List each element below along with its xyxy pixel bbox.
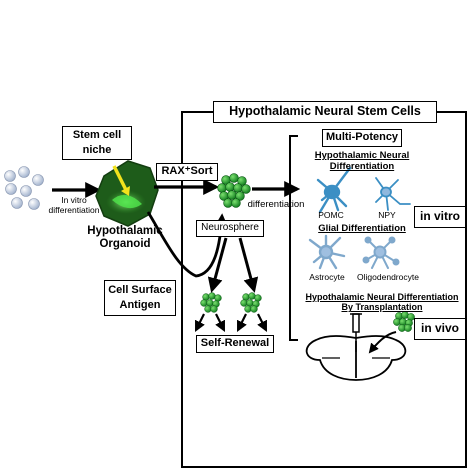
small-cluster-left — [200, 292, 222, 313]
main-title: Hypothalamic Neural Stem Cells — [229, 104, 421, 118]
in-vitro-diff-line2: differentiation — [48, 204, 100, 215]
cell-surface-line1: Cell Surface — [108, 284, 172, 296]
in-vitro-label: in vitro — [419, 209, 460, 223]
pomc-neuron-icon — [316, 166, 352, 214]
transplant-arrow — [368, 331, 397, 354]
arrow-down-right — [238, 237, 259, 293]
hyp-neural-diff-line2: Differentiation — [329, 160, 395, 172]
stem-cell-niche-line2: niche — [82, 144, 112, 156]
self-renewal-label: Self-Renewal — [200, 337, 270, 349]
differentiation-label: differentiation — [247, 199, 305, 210]
glial-diff-label: Glial Differentiation — [318, 223, 406, 234]
loop-curve — [146, 211, 229, 278]
organoid-label: Hypothalamic Organoid — [72, 225, 178, 251]
organoid-line1: Hypothalamic — [87, 225, 163, 237]
yellow-arrow — [112, 165, 128, 191]
bracket — [289, 135, 298, 341]
in-vitro-diff-label: In vitro differentiation — [38, 195, 110, 216]
multi-potency-label: Multi-Potency — [325, 131, 399, 143]
transplant-diff-line2: By Transplantation — [341, 302, 423, 313]
oligodendrocyte-icon — [362, 236, 400, 269]
transplant-diff-line1: Hypothalamic Neural Differentiation — [305, 292, 459, 302]
syringe-icon — [350, 313, 362, 352]
rax-sort-box: RAX⁺Sort — [156, 163, 218, 181]
arrow-down-left — [207, 237, 228, 293]
oligodendrocyte-label: Oligodendrocyte — [357, 272, 419, 282]
transplant-cluster — [393, 311, 415, 332]
stem-cell-niche-box: Stem cell niche — [62, 126, 132, 160]
main-title-box: Hypothalamic Neural Stem Cells — [213, 101, 437, 123]
cell-surface-line2: Antigen — [119, 299, 161, 311]
small-cluster-right — [240, 292, 262, 313]
transplant-diff-label: Hypothalamic Neural Differentiation By T… — [296, 292, 468, 313]
hyp-neural-diff-line1: Hypothalamic Neural — [314, 150, 410, 161]
self-renewal-box: Self-Renewal — [196, 335, 274, 353]
astrocyte-icon — [308, 234, 346, 270]
stem-cell-niche-line1: Stem cell — [72, 129, 122, 141]
multi-potency-box: Multi-Potency — [322, 129, 402, 147]
npy-label: NPY — [378, 210, 396, 220]
in-vivo-label: in vivo — [420, 321, 459, 335]
neurosphere-box: Neurosphere — [196, 220, 264, 237]
in-vitro-box: in vitro — [414, 206, 466, 228]
in-vitro-diff-line1: In vitro — [61, 195, 87, 205]
rax-sort-label: RAX⁺Sort — [161, 165, 213, 177]
in-vivo-box: in vivo — [414, 318, 466, 340]
hyp-neural-diff-label: Hypothalamic Neural Differentiation — [300, 150, 424, 173]
organoid-line2: Organoid — [99, 238, 151, 251]
astrocyte-label: Astrocyte — [309, 272, 345, 282]
pomc-label: POMC — [318, 210, 344, 220]
cell-spheres — [4, 166, 44, 210]
neurosphere-label: Neurosphere — [201, 222, 259, 233]
self-renewal-arrows — [195, 313, 267, 332]
neurosphere-cluster — [217, 173, 251, 208]
npy-neuron-icon — [375, 177, 411, 211]
cell-surface-antigen-box: Cell Surface Antigen — [104, 280, 176, 316]
